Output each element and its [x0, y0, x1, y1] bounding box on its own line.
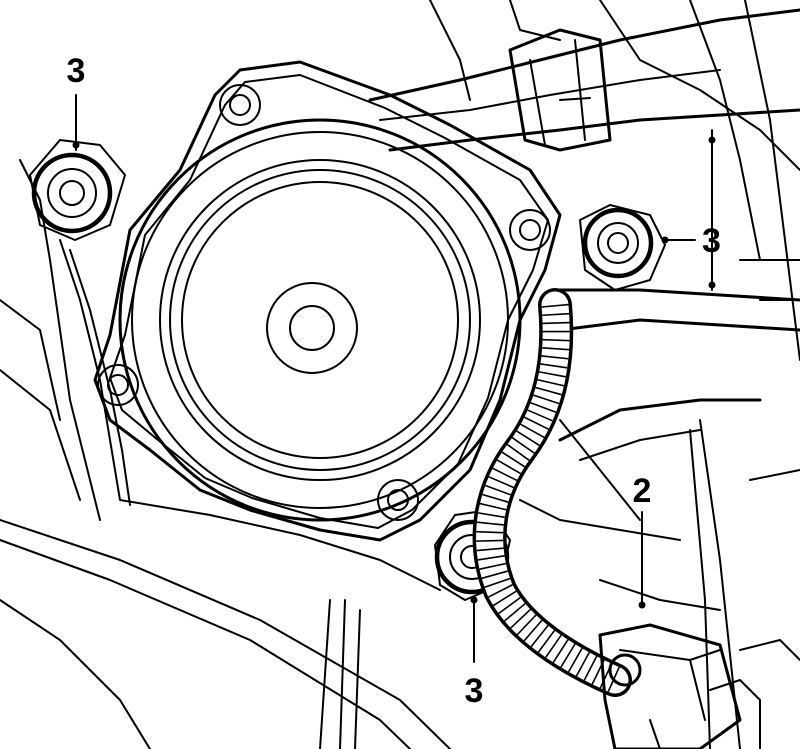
connector	[598, 623, 800, 749]
callout-2-connector: 2	[633, 472, 652, 510]
bolt-right	[579, 204, 666, 291]
pump-housing	[59, 60, 562, 591]
upper-hose	[368, 8, 800, 152]
corrugated-hose	[472, 288, 632, 697]
callout-3-top-left: 3	[67, 52, 86, 90]
callout-3-right: 3	[702, 222, 721, 260]
bolt-top-left	[29, 139, 126, 241]
callout-leaders	[72, 94, 716, 663]
callout-3-bottom: 3	[465, 672, 484, 710]
side-hoses	[558, 288, 800, 461]
